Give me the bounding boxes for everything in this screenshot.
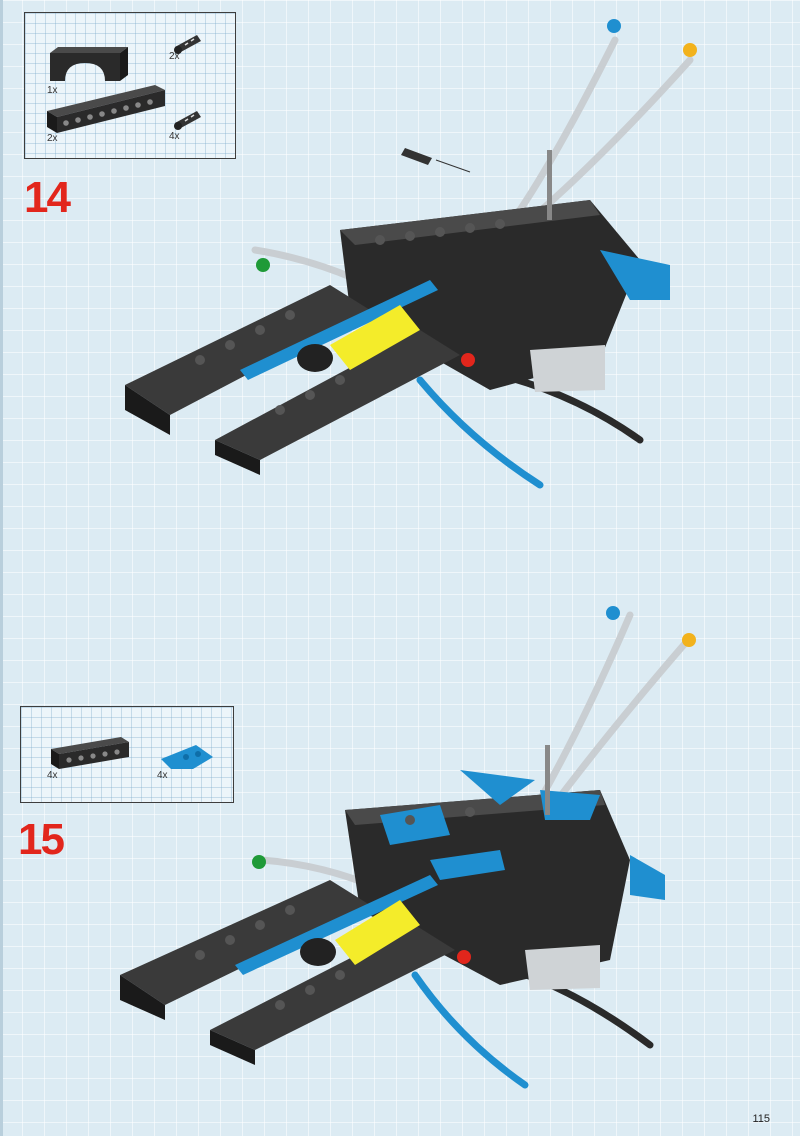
- marker-green-icon: [252, 855, 266, 869]
- marker-red-icon: [457, 950, 471, 964]
- marker-blue-icon: [607, 19, 621, 33]
- part-quantity: 2x: [47, 133, 58, 144]
- parts-callout-step-14: 1x 2x 2x 4x: [24, 12, 236, 159]
- parts-illustration: [47, 35, 201, 133]
- step-14-model-illustration: [125, 36, 694, 489]
- part-quantity: 4x: [47, 770, 58, 781]
- step-number: 14: [24, 173, 71, 222]
- marker-red-icon: [461, 353, 475, 367]
- parts-illustration: [51, 737, 213, 769]
- hose-markers-step-14: [256, 19, 697, 367]
- technic-beam-short-icon: [51, 737, 129, 769]
- pin-connector-icon: [174, 111, 201, 130]
- pin-connector-icon: [174, 35, 201, 54]
- technic-beam-long-icon: [47, 85, 165, 133]
- step-number: 15: [18, 815, 65, 864]
- part-quantity: 2x: [169, 51, 180, 62]
- marker-orange-icon: [682, 633, 696, 647]
- page-number: 115: [752, 1113, 770, 1125]
- marker-orange-icon: [683, 43, 697, 57]
- part-quantity: 4x: [169, 131, 180, 142]
- wedge-plate-icon: [161, 745, 213, 769]
- marker-blue-icon: [606, 606, 620, 620]
- part-quantity: 4x: [157, 770, 168, 781]
- parts-callout-step-15: 4x 4x: [20, 706, 234, 803]
- marker-green-icon: [256, 258, 270, 272]
- part-quantity: 1x: [47, 85, 58, 96]
- page-edge: [0, 0, 3, 1136]
- arch-brick-icon: [50, 47, 128, 81]
